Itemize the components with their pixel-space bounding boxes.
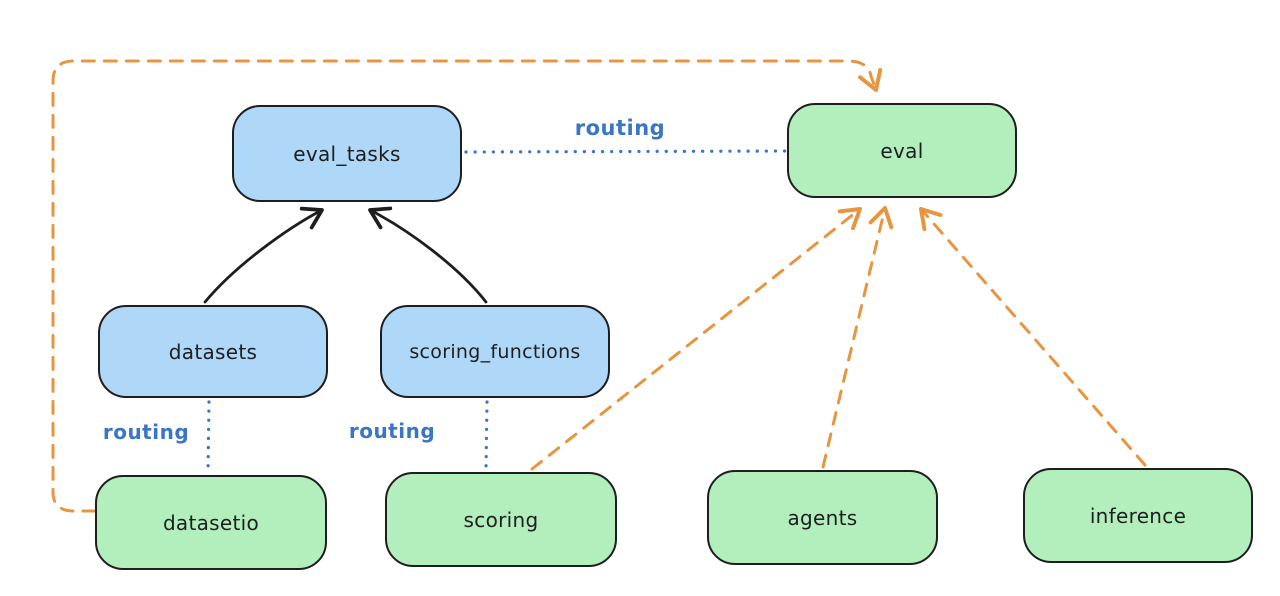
edge-datasetio-to-eval: [51, 59, 883, 513]
node-datasetio: datasetio: [95, 475, 327, 570]
node-inference: inference: [1023, 468, 1253, 563]
node-eval-label: eval: [880, 138, 924, 163]
routing-label-eval-tasks-eval: routing: [574, 116, 666, 140]
node-scoring: scoring: [385, 472, 617, 567]
routing-label-scoring-functions-scoring: routing: [348, 419, 436, 443]
edge-scoring_functions-to-eval_tasks: [368, 206, 488, 304]
routing-label-datasets-datasetio: routing: [102, 420, 190, 444]
node-datasets-label: datasets: [168, 339, 258, 364]
node-agents-label: agents: [787, 505, 858, 530]
node-inference-label: inference: [1089, 503, 1187, 528]
node-eval-tasks: eval_tasks: [232, 105, 462, 202]
edge-agents-to-eval: [821, 206, 894, 469]
node-agents: agents: [707, 470, 938, 565]
node-scoring-functions: scoring_functions: [380, 305, 610, 398]
node-scoring-label: scoring: [463, 507, 539, 532]
edge-eval_tasks-to-eval-routing: [464, 149, 788, 154]
node-datasetio-label: datasetio: [162, 510, 260, 535]
node-eval: eval: [787, 103, 1017, 198]
edge-datasets-to-eval_tasks: [203, 206, 324, 304]
edge-scoring-to-eval: [530, 207, 862, 471]
node-scoring-functions-label: scoring_functions: [409, 340, 581, 363]
node-eval-tasks-label: eval_tasks: [293, 141, 401, 166]
edge-inference-to-eval: [919, 207, 1147, 467]
node-datasets: datasets: [98, 305, 328, 398]
edge-scoring_functions-to-scoring-routing: [484, 400, 489, 471]
edge-datasets-to-datasetio-routing: [206, 400, 211, 474]
